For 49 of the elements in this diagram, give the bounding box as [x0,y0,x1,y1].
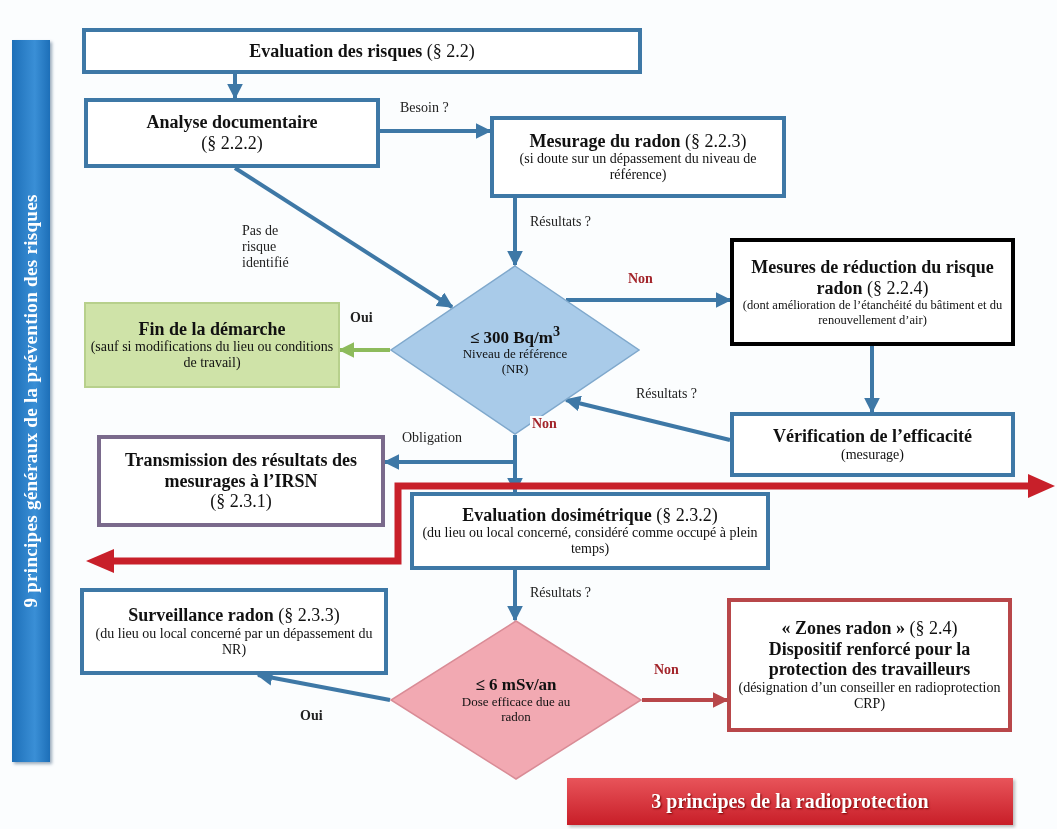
box-note: (§ 2.2.2) [201,133,263,154]
box-note: (dont amélioration de l’étanchéité du bâtiment et du renouvellement d’air) [741,298,1004,328]
process-box [84,98,380,168]
process-box [730,412,1015,477]
box-note: (si doute sur un dépassement du niveau de référence) [518,151,758,184]
arrow [564,395,731,442]
decision-diamond [390,620,642,780]
section-banner [567,778,1013,825]
arrow [507,198,523,267]
box-note: (sauf si modifications du lieu ou conditions de travail) [89,339,335,372]
arrow [566,292,732,308]
process-box [490,116,786,198]
arrow [233,166,454,309]
arrow [507,570,523,622]
box-title: « Zones radon » (§ 2.4) [781,617,958,639]
box-title: Vérification de l’efficacité [773,426,972,447]
arrow [642,692,729,708]
box-title: Surveillance radon (§ 2.3.3) [128,605,340,626]
box-note: (§ 2.3.1) [210,491,272,513]
box-note: Dispositif renforcé pour la protection des travailleurs [767,638,972,680]
box-title: Mesurage du radon (§ 2.2.3) [529,130,747,152]
arrow [864,346,880,414]
process-box [97,435,385,527]
banner-text: 9 principes généraux de la prévention des risques [20,193,42,610]
box-title: Evaluation dosimétrique (§ 2.3.2) [462,504,718,526]
process-box [410,492,770,570]
process-box [82,28,642,74]
box-title: ≤ 300 Bq/m$^{3}$ [469,322,561,348]
box-note: (du lieu ou local concerné, considéré comme occupé à plein temps) [421,525,759,558]
side-banner [12,40,50,762]
box-title: Mesures de réduction du risque radon (§ 2.2.4) [750,256,995,299]
process-box [730,238,1015,346]
process-box [84,302,340,388]
box-title: Transmission des résultats des mesurages à l’IRSN [123,449,359,492]
box-note: Niveau de référence (NR) [461,347,569,378]
process-box [80,588,388,675]
box-title: ≤ 6 mSv/an [475,675,557,695]
box-title: Analyse documentaire [146,112,318,133]
box-note: (désignation d’un conseiller en radioprotection CRP) [737,679,1002,713]
box-note: Dose efficace due au radon [460,694,572,725]
banner-text: 3 principes de la radioprotection [651,790,929,813]
arrow [380,123,492,139]
arrow [227,74,243,100]
edge-label: Obligation [400,430,464,447]
box-note: (mesurage) [841,446,904,463]
box-note: (du lieu ou local concerné par un dépassement du NR) [94,625,374,658]
process-box [727,598,1012,732]
box-title: Fin de la démarche [138,318,286,340]
box-title: Evaluation des risques (§ 2.2) [249,40,475,62]
